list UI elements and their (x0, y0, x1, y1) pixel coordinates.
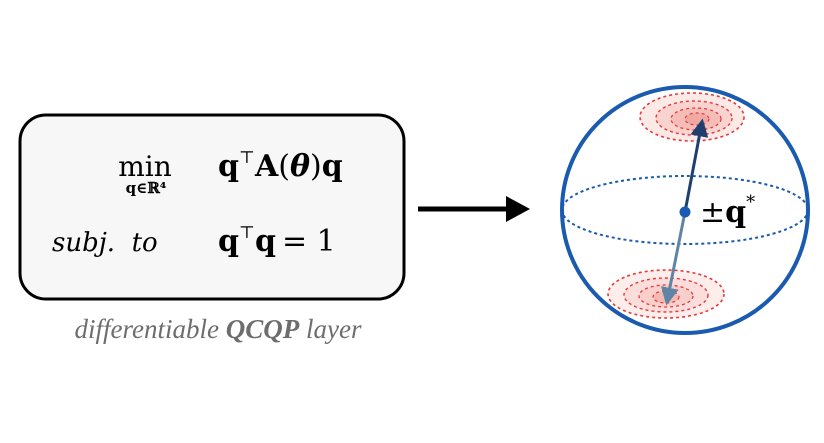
bottom-probability-contours (607, 269, 725, 319)
caption-suffix: layer (299, 314, 362, 344)
unit-sphere: ±q* (560, 85, 810, 335)
sphere-center-point (679, 206, 691, 218)
qcqp-layer-box: min q∈ℝ⁴ q⊤A(θ)q subj. to q⊤q= 1 (18, 113, 406, 301)
objective-expression: q⊤A(θ)q (218, 148, 343, 184)
sphere-equator (561, 175, 809, 245)
caption-emphasis: QCQP (225, 314, 300, 344)
constraint-label: subj. to (52, 228, 158, 258)
arrow-to-minus-q (660, 211, 687, 306)
solution-label: ±q* (700, 192, 755, 230)
qcqp-box-frame (18, 113, 406, 301)
qcqp-layer-caption: differentiable QCQP layer (18, 314, 418, 345)
arrow-to-plus-q (683, 118, 709, 213)
objective-subscript: q∈ℝ⁴ (126, 179, 167, 197)
constraint-expression: q⊤q= 1 (218, 223, 336, 259)
objective-operator: min (118, 150, 172, 183)
flow-arrow (418, 196, 530, 222)
top-probability-contours (639, 92, 745, 142)
caption-prefix: differentiable (74, 314, 226, 344)
